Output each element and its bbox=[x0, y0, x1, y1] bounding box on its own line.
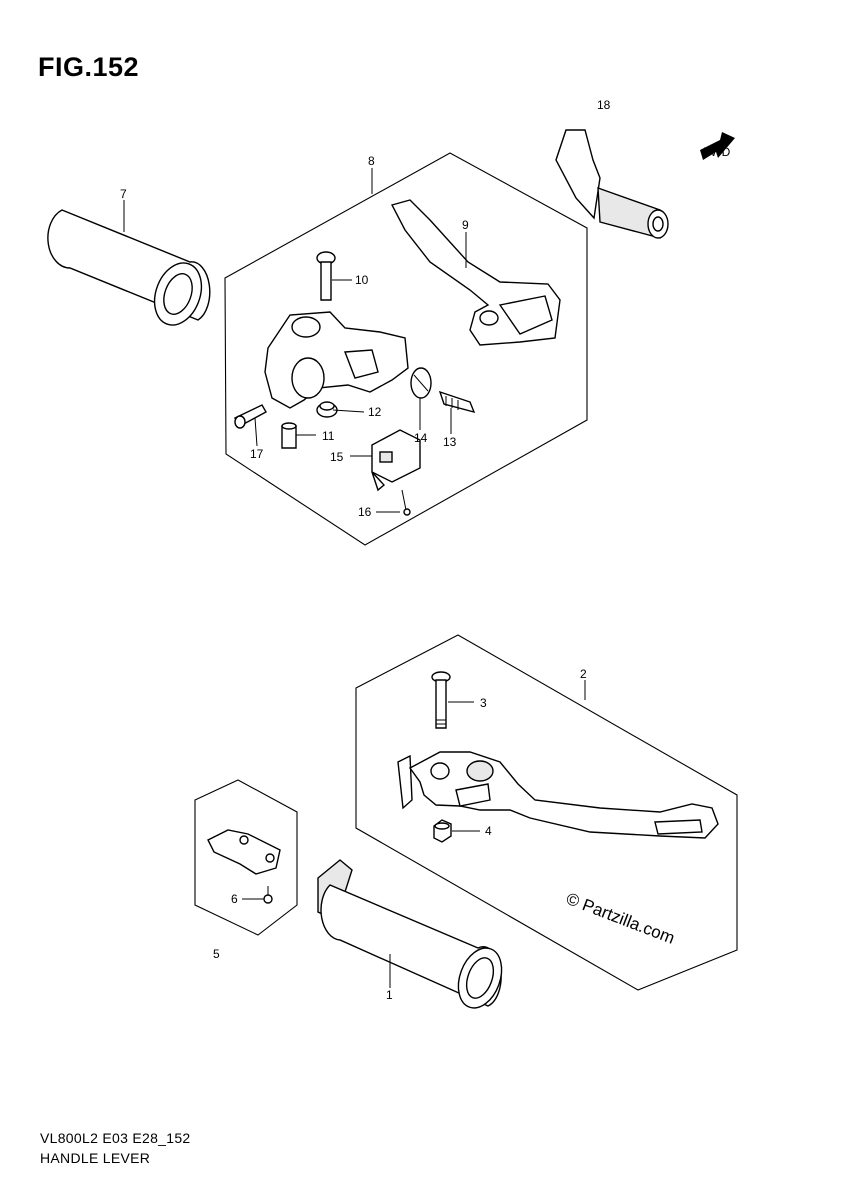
callout-4: 4 bbox=[485, 824, 492, 838]
callout-16: 16 bbox=[358, 505, 372, 519]
callout-8: 8 bbox=[368, 154, 375, 168]
watermark: © Partzilla.com bbox=[564, 889, 678, 948]
figure-title: FIG.152 bbox=[38, 52, 140, 82]
part-2-brake-lever[interactable] bbox=[397, 751, 719, 839]
callout-1: 1 bbox=[386, 988, 393, 1002]
fwd-arrow-icon: FWD bbox=[700, 132, 735, 160]
assembly-box-8 bbox=[224, 152, 588, 546]
part-6-screw[interactable] bbox=[263, 886, 273, 904]
svg-text:FWD: FWD bbox=[703, 145, 731, 159]
callout-10: 10 bbox=[355, 273, 369, 287]
callout-13: 13 bbox=[443, 435, 457, 449]
part-5-switch-plate[interactable] bbox=[207, 829, 281, 875]
part-16-screw[interactable] bbox=[401, 489, 411, 516]
callout-12: 12 bbox=[368, 405, 382, 419]
assembly-box-2 bbox=[355, 634, 738, 991]
callout-11: 11 bbox=[322, 429, 335, 443]
callout-7: 7 bbox=[120, 187, 127, 201]
part-11-bushing[interactable] bbox=[281, 422, 297, 449]
callout-18: 18 bbox=[597, 98, 611, 112]
part-1-throttle-grip[interactable] bbox=[317, 859, 509, 1014]
callout-6: 6 bbox=[231, 892, 238, 906]
part-18-handlebar-end[interactable] bbox=[555, 129, 669, 239]
callout-15: 15 bbox=[330, 450, 344, 464]
part-10-pivot-pin[interactable] bbox=[316, 251, 336, 301]
callout-9: 9 bbox=[462, 218, 469, 232]
callout-5: 5 bbox=[213, 947, 220, 961]
section-name: HANDLE LEVER bbox=[40, 1150, 151, 1166]
part-13-adjuster-bolt[interactable] bbox=[438, 390, 476, 414]
callout-2: 2 bbox=[580, 667, 587, 681]
assembly-box-5 bbox=[194, 779, 298, 936]
part-14-adjuster[interactable] bbox=[410, 367, 432, 399]
part-17-bolt[interactable] bbox=[233, 404, 267, 429]
model-code: VL800L2 E03 E28_152 bbox=[40, 1130, 191, 1146]
part-3-pivot-bolt[interactable] bbox=[431, 671, 451, 729]
part-9-clutch-lever[interactable] bbox=[390, 199, 561, 346]
callout-17: 17 bbox=[250, 447, 264, 461]
part-4-nut[interactable] bbox=[433, 819, 452, 843]
part-12-nut[interactable] bbox=[316, 401, 338, 418]
callout-3: 3 bbox=[480, 696, 487, 710]
part-15-switch[interactable] bbox=[371, 429, 421, 492]
part-7-left-grip[interactable] bbox=[47, 209, 211, 332]
callout-14: 14 bbox=[414, 431, 428, 445]
part-8-lever-holder[interactable] bbox=[264, 311, 409, 409]
